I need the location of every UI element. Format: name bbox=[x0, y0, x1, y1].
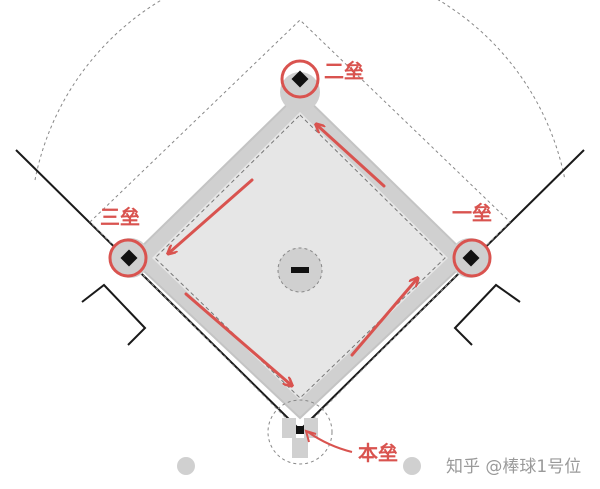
right-on-deck-circle bbox=[403, 457, 421, 475]
second-base-highlight bbox=[280, 59, 320, 99]
third-base-label: 三垒 bbox=[100, 205, 140, 229]
home-label-arrowhead bbox=[304, 429, 317, 443]
right-foul-line bbox=[301, 149, 585, 429]
right-dugout bbox=[453, 283, 521, 346]
first-base-label: 一垒 bbox=[452, 201, 492, 225]
home-plate bbox=[296, 426, 304, 434]
first-base-highlight bbox=[452, 238, 492, 278]
left-on-deck-circle bbox=[177, 457, 195, 475]
third-base-highlight bbox=[108, 238, 148, 278]
home-plate-label: 本垒 bbox=[358, 441, 398, 465]
second-base-label: 二垒 bbox=[324, 59, 364, 83]
arrow-home-to-first bbox=[350, 280, 416, 357]
first-base bbox=[462, 249, 480, 267]
left-dugout bbox=[81, 283, 147, 346]
baseline-dashed bbox=[154, 114, 446, 399]
batters-box-left bbox=[282, 418, 296, 438]
second-base bbox=[291, 70, 309, 88]
third-base bbox=[120, 249, 138, 267]
home-label-arrow bbox=[307, 431, 353, 453]
second-base-cutout bbox=[280, 72, 320, 112]
arrow-first-to-second bbox=[318, 126, 386, 188]
arrow-second-to-third bbox=[170, 178, 254, 252]
arrow-third-to-home bbox=[184, 292, 290, 384]
pitchers-rubber bbox=[291, 267, 309, 273]
outfield-arc bbox=[34, 0, 566, 181]
infield-boundary bbox=[89, 19, 511, 431]
watermark: 知乎 @棒球1号位 bbox=[446, 457, 581, 477]
home-plate-area bbox=[267, 399, 333, 465]
catcher-box bbox=[292, 438, 308, 458]
